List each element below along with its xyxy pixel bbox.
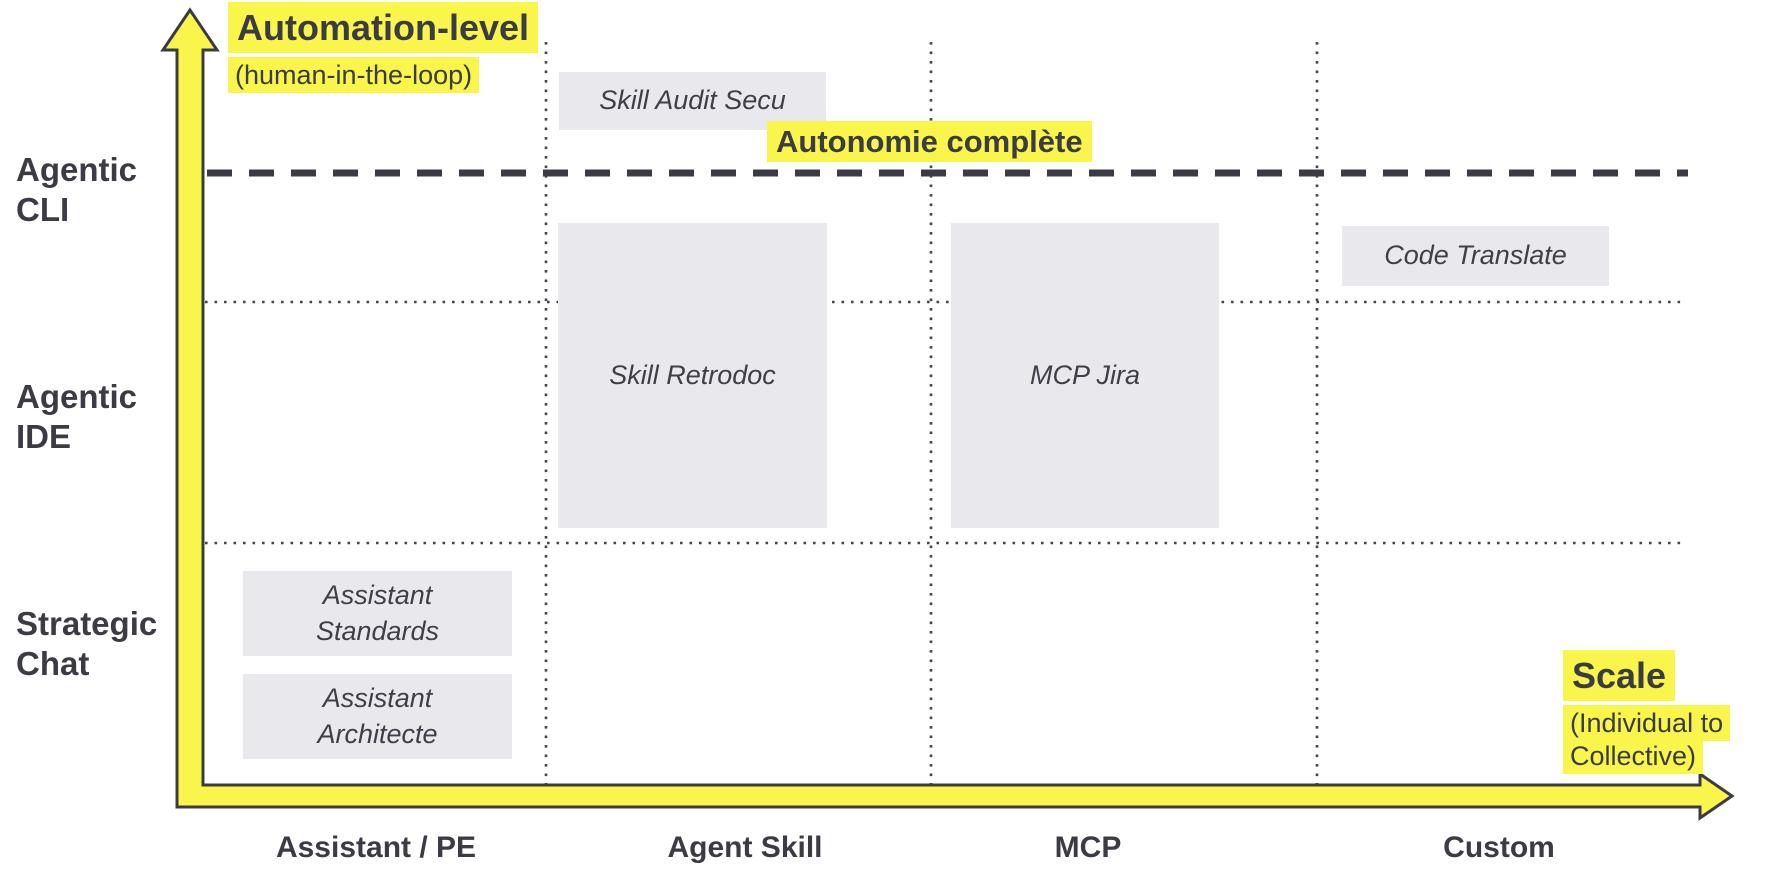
- x-axis-label-mcp: MCP: [1054, 831, 1122, 864]
- x-axis-title-text: Scale: [1563, 650, 1676, 701]
- item-skill-audit-secu: Skill Audit Secu: [559, 72, 826, 130]
- axes-block-arrow: [160, 7, 1735, 821]
- y-axis-title: Automation-level: [228, 2, 539, 53]
- y-axis-label-agentic-cli: Agentic CLI: [16, 151, 138, 229]
- item-mcp-jira: MCP Jira: [951, 223, 1219, 528]
- y-axis-subtitle: (human-in-the-loop): [228, 57, 480, 93]
- threshold-label: Autonomie complète: [767, 121, 1092, 162]
- x-axis-title: Scale: [1563, 650, 1676, 701]
- y-axis-title-text: Automation-level: [228, 2, 539, 53]
- x-axis-subtitle-text: (Individual to Collective): [1563, 705, 1731, 774]
- item-skill-retrodoc: Skill Retrodoc: [558, 223, 827, 528]
- y-axis-subtitle-text: (human-in-the-loop): [228, 57, 480, 93]
- x-axis-label-assistant-pe: Assistant / PE: [275, 831, 477, 864]
- x-axis-subtitle: (Individual to Collective): [1563, 705, 1766, 774]
- x-axis-label-custom: Custom: [1443, 831, 1555, 864]
- y-axis-label-agentic-ide: Agentic IDE: [16, 378, 138, 456]
- threshold-label-text: Autonomie complète: [767, 121, 1092, 162]
- item-assistant-standards: Assistant Standards: [243, 571, 512, 656]
- y-axis-label-strategic-chat: Strategic Chat: [16, 605, 158, 683]
- item-assistant-architecte: Assistant Architecte: [243, 674, 512, 759]
- item-code-translate: Code Translate: [1342, 226, 1609, 286]
- x-axis-label-agent-skill: Agent Skill: [667, 831, 823, 864]
